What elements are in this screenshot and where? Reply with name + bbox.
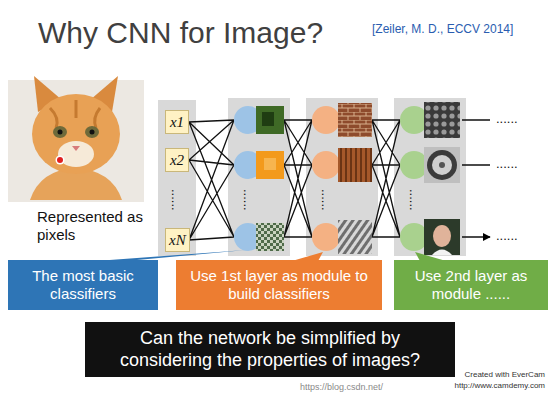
- input-label: xN: [169, 231, 186, 249]
- input-label: x1: [170, 113, 184, 131]
- callout-box: The most basic classifiers: [8, 260, 158, 310]
- ellipsis-dots: ......: [496, 156, 518, 172]
- input-label: x2: [170, 151, 184, 169]
- ellipsis-dots: ......: [318, 185, 334, 215]
- feature-patch: [256, 102, 460, 255]
- image-caption: Represented as pixels: [37, 208, 147, 244]
- question-banner: Can the network be simplified by conside…: [85, 322, 455, 377]
- callout-box: Use 2nd layer as module ......: [394, 260, 548, 310]
- ellipsis-dots: ......: [496, 228, 518, 244]
- callout-box: Use 1st layer as module to build classif…: [176, 260, 382, 310]
- ellipsis-dots: ......: [496, 111, 518, 127]
- slide-title: Why CNN for Image?: [38, 16, 323, 50]
- cat-image: [8, 76, 144, 202]
- citation: [Zeiler, M. D., ECCV 2014]: [372, 22, 513, 36]
- ellipsis-dots: ......: [240, 185, 256, 215]
- watermark: Created with EverCam: [462, 370, 548, 380]
- ellipsis-dots: ......: [168, 185, 184, 215]
- callout-text: Use 2nd layer as module ......: [402, 267, 540, 303]
- layer-band: [158, 98, 466, 256]
- input-box: x1: [165, 110, 189, 134]
- callout-text: Use 1st layer as module to build classif…: [184, 267, 374, 303]
- banner-text: Can the network be simplified by conside…: [95, 328, 445, 371]
- neuron: [234, 106, 428, 251]
- ellipsis-dots: ......: [406, 185, 422, 215]
- input-box: xN: [165, 228, 190, 252]
- watermark: https://blog.csdn.net/: [300, 382, 383, 393]
- watermark: http://www.camdemy.com: [451, 381, 548, 391]
- callout-text: The most basic classifiers: [16, 267, 150, 303]
- input-box: x2: [165, 148, 189, 172]
